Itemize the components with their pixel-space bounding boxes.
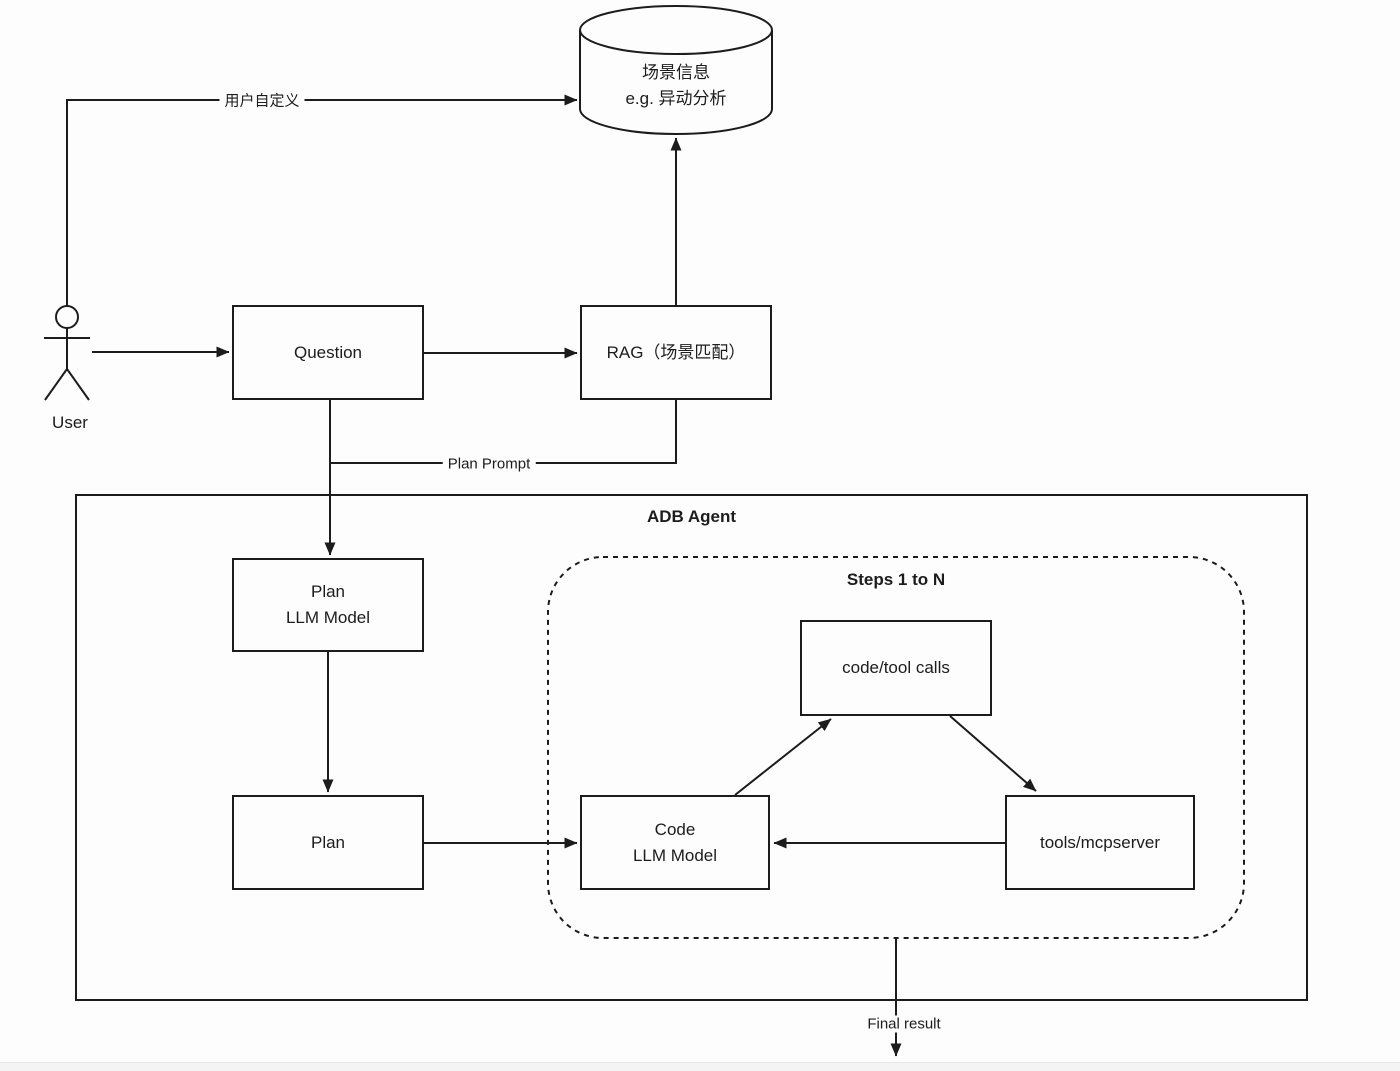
steps-label: Steps 1 to N bbox=[846, 570, 946, 589]
node-code-llm-line2: LLM Model bbox=[632, 845, 718, 865]
node-plan-llm-line2: LLM Model bbox=[285, 608, 371, 627]
edge-label-user-custom: 用户自定义 bbox=[219, 89, 305, 111]
edge-user-custom-scene-db bbox=[66, 94, 578, 306]
window-bottom-bar bbox=[0, 1062, 1400, 1071]
edge-code-llm-code-tool-calls bbox=[734, 718, 832, 796]
node-plan-llm-line1: Plan bbox=[310, 582, 346, 601]
node-question: Question bbox=[232, 305, 424, 400]
scene-db-line2: e.g. 异动分析 bbox=[625, 89, 727, 108]
node-code-llm-model: Code LLM Model bbox=[580, 795, 770, 890]
node-code-tool-calls-label: code/tool calls bbox=[842, 658, 950, 677]
node-plan-llm-model: Plan LLM Model bbox=[232, 558, 424, 652]
node-rag-label: RAG（场景匹配） bbox=[606, 342, 746, 362]
scene-db-cylinder bbox=[579, 5, 773, 135]
adb-agent-container bbox=[75, 494, 1308, 1001]
node-rag: RAG（场景匹配） bbox=[580, 305, 772, 400]
edge-rag-plan-prompt bbox=[331, 400, 677, 464]
edge-code-tool-calls-tools bbox=[949, 715, 1037, 792]
node-tools-mcpserver-label: tools/mcpserver bbox=[1040, 832, 1160, 852]
scene-db-line1: 场景信息 bbox=[642, 63, 710, 82]
node-plan: Plan bbox=[232, 795, 424, 890]
node-question-label: Question bbox=[293, 342, 363, 362]
user-label: User bbox=[52, 413, 88, 432]
node-plan-label: Plan bbox=[310, 832, 346, 852]
node-tools-mcpserver: tools/mcpserver bbox=[1005, 795, 1195, 890]
edge-label-final-result: Final result bbox=[862, 1015, 946, 1033]
scene-db-label: 场景信息 e.g. 异动分析 bbox=[580, 60, 772, 112]
edge-label-plan-prompt: Plan Prompt bbox=[442, 455, 536, 473]
node-code-llm-line1: Code bbox=[654, 819, 696, 839]
adb-agent-label: ADB Agent bbox=[646, 507, 737, 526]
user-actor-icon bbox=[44, 305, 90, 401]
node-code-tool-calls: code/tool calls bbox=[800, 620, 992, 716]
